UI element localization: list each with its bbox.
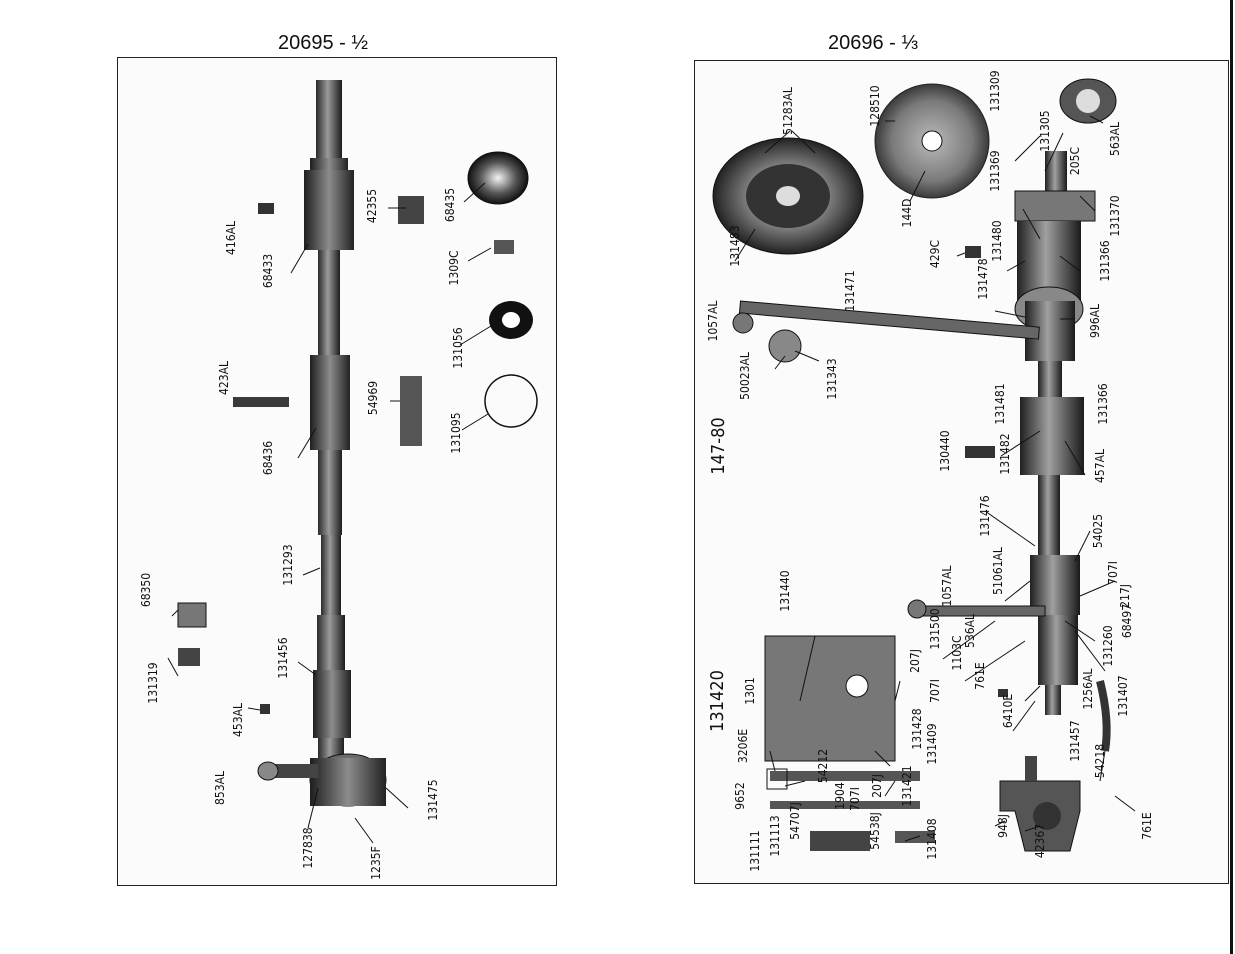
part-131366-top: 131366 xyxy=(1098,240,1112,282)
part-131095: 131095 xyxy=(449,412,463,454)
part-131475: 131475 xyxy=(426,779,440,821)
part-131113: 131113 xyxy=(768,815,782,857)
part-131369: 131369 xyxy=(988,150,1002,192)
part-131305: 131305 xyxy=(1038,110,1052,152)
part-131409: 131409 xyxy=(925,723,939,765)
part-131366-mid: 131366 xyxy=(1096,383,1110,425)
part-68435: 68435 xyxy=(443,187,457,223)
part-1904: 1904 xyxy=(833,782,847,810)
right-parts-drawing xyxy=(712,78,1136,852)
part-416AL: 416AL xyxy=(224,221,238,255)
part-131260: 131260 xyxy=(1101,625,1115,667)
part-1057AL-low: 1057AL xyxy=(940,565,954,607)
part-1256AL: 1256AL xyxy=(1081,668,1095,710)
part-707I-b: 707I xyxy=(928,679,942,703)
part-54212: 54212 xyxy=(816,748,830,784)
part-853AL: 853AL xyxy=(213,771,227,805)
part-131471: 131471 xyxy=(843,270,857,312)
part-131309: 131309 xyxy=(988,70,1002,112)
left-parts-drawing xyxy=(167,80,538,844)
part-1301: 1301 xyxy=(743,677,757,705)
part-207J-a: 207J xyxy=(908,649,922,673)
part-563AL: 563AL xyxy=(1108,122,1122,156)
part-131407: 131407 xyxy=(1116,675,1130,717)
part-429C: 429C xyxy=(928,239,942,269)
part-707I-a: 707I xyxy=(1106,561,1120,585)
part-131456: 131456 xyxy=(276,637,290,679)
part-707I-c: 707I xyxy=(848,787,862,811)
part-131482: 131482 xyxy=(998,433,1012,475)
part-131111: 131111 xyxy=(748,830,762,872)
part-207J-b: 207J xyxy=(870,774,884,798)
part-3206E: 3206E xyxy=(736,728,750,764)
part-1309C: 1309C xyxy=(447,250,461,286)
part-50023AL: 50023AL xyxy=(738,352,752,400)
part-131480: 131480 xyxy=(990,220,1004,262)
part-68436: 68436 xyxy=(261,440,275,476)
part-131457: 131457 xyxy=(1068,720,1082,762)
part-54218: 54218 xyxy=(1093,743,1107,779)
part-127838: 127838 xyxy=(301,827,315,869)
plate-number: 147-80 xyxy=(708,417,729,475)
part-54538J: 54538J xyxy=(868,812,882,850)
part-68433: 68433 xyxy=(261,253,275,289)
part-128510: 128510 xyxy=(868,85,882,127)
part-205C: 205C xyxy=(1068,146,1082,176)
part-948J: 948J xyxy=(996,814,1010,838)
part-131476: 131476 xyxy=(978,495,992,537)
part-54025: 54025 xyxy=(1091,513,1105,549)
page-edge-rule xyxy=(1230,0,1233,954)
part-9652: 9652 xyxy=(733,782,747,810)
part-1103C: 1103C xyxy=(950,635,964,671)
part-453AL: 453AL xyxy=(231,703,245,737)
part-131478: 131478 xyxy=(976,258,990,300)
part-131500: 131500 xyxy=(928,608,942,650)
part-131370: 131370 xyxy=(1108,195,1122,237)
part-761E-b: 761E xyxy=(1140,812,1154,840)
part-6410E: 6410E xyxy=(1001,693,1015,729)
part-131408: 131408 xyxy=(925,818,939,860)
part-761E-a: 761E xyxy=(973,662,987,690)
part-131440: 131440 xyxy=(778,570,792,612)
part-51283AL: 51283AL xyxy=(781,87,795,135)
part-131056: 131056 xyxy=(451,327,465,369)
part-131481: 131481 xyxy=(993,383,1007,425)
left-parts-plate: 416AL 68433 42355 68435 1309C 131056 423… xyxy=(117,57,557,886)
part-51061AL: 51061AL xyxy=(991,547,1005,595)
part-68350: 68350 xyxy=(139,572,153,608)
part-54969: 54969 xyxy=(366,380,380,416)
part-423AL: 423AL xyxy=(217,361,231,395)
part-144D: 144D xyxy=(900,198,914,228)
part-131421: 131421 xyxy=(900,765,914,807)
part-457AL: 457AL xyxy=(1093,449,1107,483)
part-131483: 131483 xyxy=(728,225,742,267)
figure-number: 131420 xyxy=(707,670,728,732)
part-1235F: 1235F xyxy=(369,846,383,880)
part-130440: 130440 xyxy=(938,430,952,472)
part-131343: 131343 xyxy=(825,358,839,400)
left-page-title: 20695 - ½ xyxy=(278,32,369,54)
part-131293: 131293 xyxy=(281,544,295,586)
right-page-title: 20696 - ⅓ xyxy=(828,32,919,54)
part-68497: 68497 xyxy=(1120,603,1134,639)
right-parts-plate: 147-80 131420 51283AL 128510 131309 1313… xyxy=(694,60,1229,884)
part-42367: 42367 xyxy=(1033,823,1047,859)
part-42355: 42355 xyxy=(365,188,379,224)
part-1057AL-top: 1057AL xyxy=(706,300,720,342)
part-131428: 131428 xyxy=(910,708,924,750)
part-536AL: 536AL xyxy=(963,614,977,648)
part-54707J: 54707J xyxy=(788,802,802,840)
part-131319: 131319 xyxy=(146,662,160,704)
part-996AL: 996AL xyxy=(1088,304,1102,338)
